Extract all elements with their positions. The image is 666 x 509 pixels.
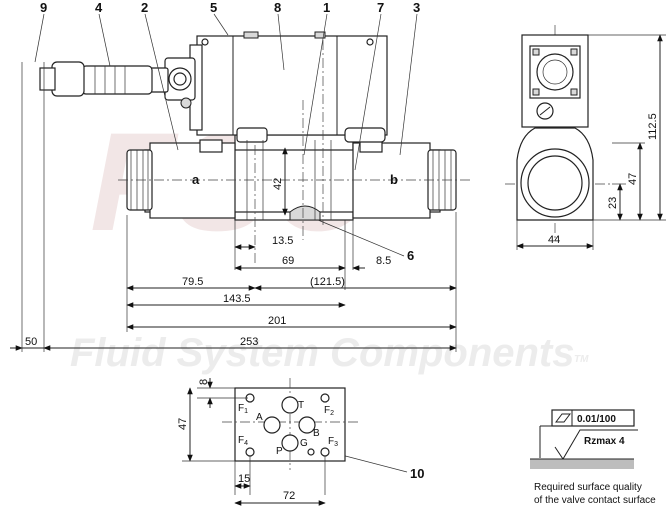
dim-47-port: 47 xyxy=(177,418,189,430)
solenoid-b-label: b xyxy=(390,172,398,187)
label-t: T xyxy=(298,400,304,411)
port-t xyxy=(281,396,299,414)
end-view: 112.5 47 23 44 xyxy=(505,25,666,250)
dim-13-5: 13.5 xyxy=(272,235,293,247)
callout-6: 6 xyxy=(407,248,414,263)
surface-quality: 0.01/100 Rzmax 4 Required surface qualit… xyxy=(530,409,656,506)
callout-4: 4 xyxy=(95,0,103,15)
hole-f2 xyxy=(320,393,330,403)
dim-72: 72 xyxy=(283,490,295,502)
dim-47-end: 47 xyxy=(627,173,639,185)
dim-42: 42 xyxy=(272,178,284,190)
callout-7: 7 xyxy=(377,0,384,15)
callout-3: 3 xyxy=(413,0,420,15)
watermark-company: Fluid System Components xyxy=(70,331,575,375)
housing-screw xyxy=(314,31,326,39)
port-a xyxy=(263,416,281,434)
port-pattern: F1 F2 F3 F4 A T B P G 8 47 15 72 xyxy=(177,378,358,506)
watermark-tm: TM xyxy=(574,354,589,365)
dim-50: 50 xyxy=(25,336,37,348)
port-b xyxy=(298,416,316,434)
port-p xyxy=(281,434,299,452)
hole-f4 xyxy=(245,447,255,457)
surface-caption-1: Required surface quality xyxy=(534,482,642,493)
callout-9: 9 xyxy=(40,0,47,15)
flatness-icon xyxy=(555,413,571,423)
port-cutout xyxy=(289,205,321,221)
solenoid-a-label: a xyxy=(192,172,200,187)
callout-10: 10 xyxy=(410,466,424,481)
dim-69: 69 xyxy=(282,255,294,267)
label-f1: F1 xyxy=(238,403,248,415)
surface-hatch xyxy=(530,459,634,469)
dim-8: 8 xyxy=(198,379,210,385)
dim-44: 44 xyxy=(548,234,560,246)
callout-1: 1 xyxy=(323,0,330,15)
roughness-symbol xyxy=(554,429,638,460)
electronics-housing xyxy=(196,35,388,136)
hole-f3 xyxy=(320,447,330,457)
flatness-value: 0.01/100 xyxy=(577,414,616,425)
dim-121-5: (121.5) xyxy=(310,276,345,288)
solenoid-b xyxy=(352,142,431,219)
label-a: A xyxy=(256,412,263,423)
dim-201: 201 xyxy=(268,315,286,327)
front-dimensions: 13.5 69 8.5 79.5 (121.5) 143.5 201 50 25… xyxy=(10,62,457,352)
dim-23: 23 xyxy=(607,197,619,209)
front-view: a b 42 xyxy=(39,31,470,265)
callout-5: 5 xyxy=(210,0,217,15)
label-b: B xyxy=(313,428,320,439)
dim-253: 253 xyxy=(240,336,258,348)
hole-g xyxy=(307,448,315,456)
roughness-value: Rzmax 4 xyxy=(584,436,625,447)
connector-plug xyxy=(39,57,196,109)
dim-143-5: 143.5 xyxy=(223,293,251,305)
label-f2: F2 xyxy=(324,405,334,417)
callout-2: 2 xyxy=(141,0,148,15)
callout-8: 8 xyxy=(274,0,281,15)
dim-8-5: 8.5 xyxy=(376,255,391,267)
label-f4: F4 xyxy=(238,435,248,447)
label-f3: F3 xyxy=(328,436,338,448)
label-p: P xyxy=(276,446,283,457)
dim-112-5: 112.5 xyxy=(647,113,659,140)
dim-15: 15 xyxy=(238,473,250,485)
callouts: 9 4 2 5 8 1 7 3 6 10 xyxy=(34,0,424,481)
surface-caption-2: of the valve contact surface xyxy=(534,495,656,506)
label-g: G xyxy=(300,438,308,449)
dim-79-5: 79.5 xyxy=(182,276,203,288)
housing-screw xyxy=(243,31,259,39)
